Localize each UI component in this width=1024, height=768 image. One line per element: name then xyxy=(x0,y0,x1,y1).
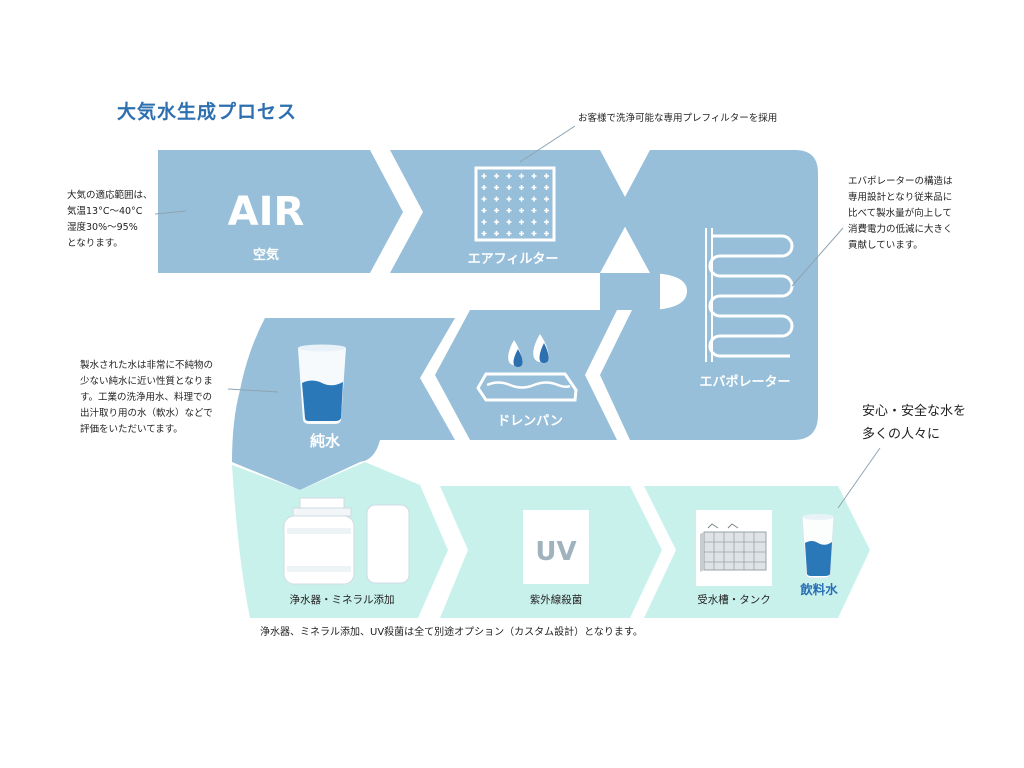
evaporator-label: エバポレーター xyxy=(699,374,790,390)
mesh-dot xyxy=(494,219,499,225)
mesh-dot xyxy=(506,173,512,179)
mesh-dot xyxy=(531,196,537,202)
drinking-glass-icon xyxy=(801,514,835,579)
upper-flow xyxy=(158,150,818,490)
mesh-dot xyxy=(481,219,487,225)
uv-label: 紫外線殺菌 xyxy=(530,593,583,606)
mesh-dot xyxy=(531,208,537,213)
mesh-dot xyxy=(519,185,524,190)
mesh-dot xyxy=(506,185,512,190)
drinking-label: 飲料水 xyxy=(799,582,838,597)
mesh-dot xyxy=(531,219,537,225)
mesh-dot xyxy=(494,208,499,213)
mesh-dot xyxy=(494,173,499,179)
mineral-cartridge-icon xyxy=(366,504,410,584)
leader-lines xyxy=(154,125,881,509)
filter-label: エアフィルター xyxy=(468,252,559,267)
mesh-dot xyxy=(494,185,499,190)
mesh-dot xyxy=(544,185,549,190)
mesh-dot xyxy=(531,231,537,236)
drain-pan-icon xyxy=(476,334,578,402)
mesh-dot xyxy=(531,173,537,179)
water-tank-icon xyxy=(696,510,772,586)
air-big-label: AIR xyxy=(228,189,305,235)
air-range-note: 大気の適応範囲は、 気温13°C〜40°C 湿度30%〜95% となります。 xyxy=(67,190,153,249)
pure-water-stage-shape xyxy=(232,318,455,490)
pure-water-note: 製水された水は非常に不純物の 少ない純水に近い性質となりま す。工業の洗浄用水、… xyxy=(80,360,214,435)
mesh-dot xyxy=(544,219,549,225)
mesh-dot xyxy=(506,208,512,213)
page-title: 大気水生成プロセス xyxy=(117,101,298,123)
tank-label: 受水槽・タンク xyxy=(697,594,771,606)
mesh-dot xyxy=(481,208,487,213)
mesh-dot xyxy=(519,173,524,179)
air-label: 空気 xyxy=(253,247,279,263)
pure-water-label: 純水 xyxy=(310,432,341,450)
footer-note: 浄水器、ミネラル添加、UV殺菌は全て別途オプション（カスタム設計）となります。 xyxy=(260,627,643,638)
safe-water-line1: 安心・安全な水を xyxy=(862,404,967,419)
mesh-dot xyxy=(519,196,524,202)
mesh-dot xyxy=(544,208,549,213)
water-purifier-icon xyxy=(283,497,355,585)
filter-stage-shape xyxy=(390,150,633,273)
mesh-dot xyxy=(481,196,487,202)
mesh-dot xyxy=(494,231,499,236)
mesh-dot xyxy=(481,185,487,190)
mesh-dot xyxy=(481,173,487,179)
pure-water-glass-icon xyxy=(298,344,346,424)
mesh-dot xyxy=(481,231,487,236)
mesh-dot xyxy=(519,231,524,236)
mesh-dot xyxy=(519,219,524,225)
drain-pan-label: ドレンパン xyxy=(497,414,563,429)
mesh-dot xyxy=(506,231,512,236)
evaporator-note: エバポレーターの構造は 専用設計となり従来品に 比べて製水量が向上して 消費電力… xyxy=(848,176,953,251)
filter-mesh-icon xyxy=(474,166,556,242)
prefilter-note: お客様で洗浄可能な専用プレフィルターを採用 xyxy=(578,113,778,124)
mesh-dot xyxy=(506,196,512,202)
mesh-dot xyxy=(544,196,549,202)
mesh-dot xyxy=(494,196,499,202)
uv-lamp-icon xyxy=(523,510,589,584)
mesh-dot xyxy=(519,208,524,213)
evaporator-coil-icon xyxy=(705,228,794,362)
mesh-dot xyxy=(544,173,549,179)
mesh-dot xyxy=(531,185,537,190)
air-stage-shape xyxy=(158,150,403,273)
uv-big-label: UV xyxy=(535,537,576,567)
mesh-dot xyxy=(506,219,512,225)
connector-band xyxy=(600,273,660,310)
safe-water-line2: 多くの人々に xyxy=(862,427,941,442)
mesh-dot xyxy=(544,231,549,236)
purifier-label: 浄水器・ミネラル添加 xyxy=(290,593,395,606)
evaporator-stage-shape xyxy=(600,150,818,440)
